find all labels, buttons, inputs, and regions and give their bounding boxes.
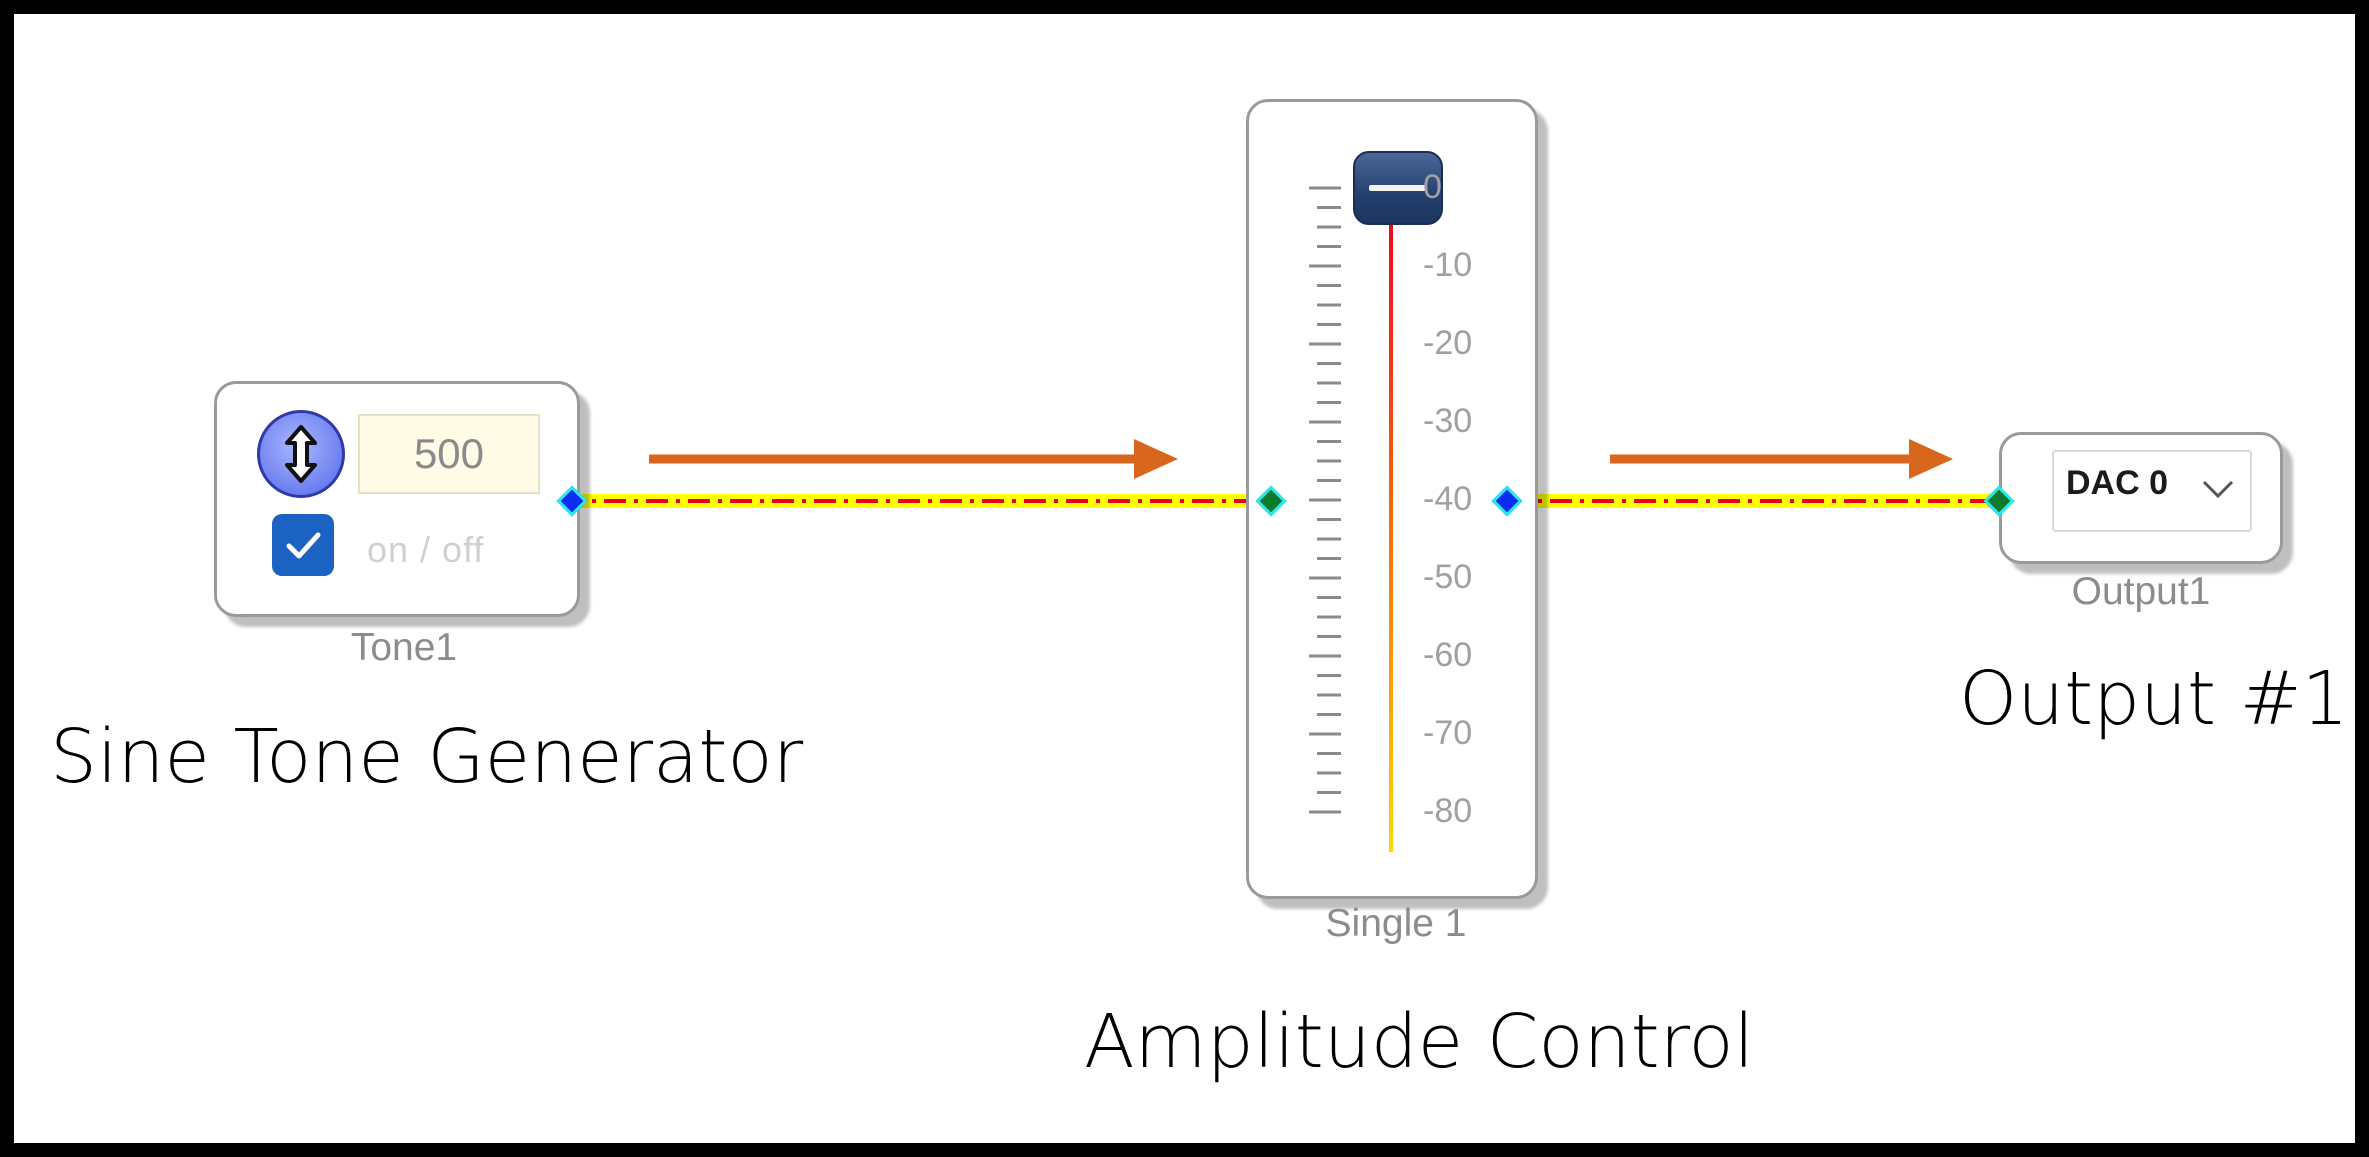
frequency-input[interactable]: [358, 414, 540, 494]
chevron-down-icon: [2202, 480, 2234, 499]
dac-select-value: DAC 0: [2066, 464, 2169, 502]
connections-layer: [562, 439, 2002, 508]
output-block[interactable]: DAC 0: [1999, 432, 2283, 564]
signal-arrow-2: [1610, 439, 1953, 479]
annotation-output: Output #1: [1959, 656, 2349, 742]
diagram-canvas: on / off Tone1 0 -10 -20 -30 -40 -50 -60 -70 -80…: [14, 14, 2355, 1143]
onoff-label: on / off: [367, 529, 485, 570]
fader-tick-label: 0: [1423, 168, 1442, 206]
signal-arrow-1: [649, 439, 1178, 479]
fader-track[interactable]: [1389, 188, 1393, 852]
fader-tick-label: -50: [1423, 558, 1473, 596]
fader-tick-label: -80: [1423, 792, 1473, 830]
frequency-knob[interactable]: [257, 410, 345, 498]
fader-tick-label: -70: [1423, 714, 1473, 752]
up-down-arrows-icon: [285, 425, 317, 483]
fader-block[interactable]: 0 -10 -20 -30 -40 -50 -60 -70 -80: [1246, 99, 1538, 899]
fader-tick-label: -20: [1423, 324, 1473, 362]
tone-block-label: Tone1: [350, 626, 458, 669]
fader-scale: [1309, 186, 1393, 852]
annotation-sine-tone-generator: Sine Tone Generator: [50, 714, 804, 800]
fader-tick-label: -40: [1423, 480, 1473, 518]
dac-select[interactable]: DAC 0: [2052, 450, 2252, 532]
fader-thumb[interactable]: [1353, 151, 1443, 225]
fader-tick-label: -10: [1423, 246, 1473, 284]
tone-block[interactable]: on / off: [214, 381, 580, 617]
fader-tick-label: -30: [1423, 402, 1473, 440]
fader-tick-label: -60: [1423, 636, 1473, 674]
onoff-checkbox[interactable]: [272, 514, 334, 576]
annotation-amplitude-control: Amplitude Control: [1084, 999, 1755, 1085]
checkmark-icon: [286, 532, 321, 559]
fader-block-label: Single 1: [1325, 902, 1467, 945]
output-block-label: Output1: [2071, 570, 2211, 613]
